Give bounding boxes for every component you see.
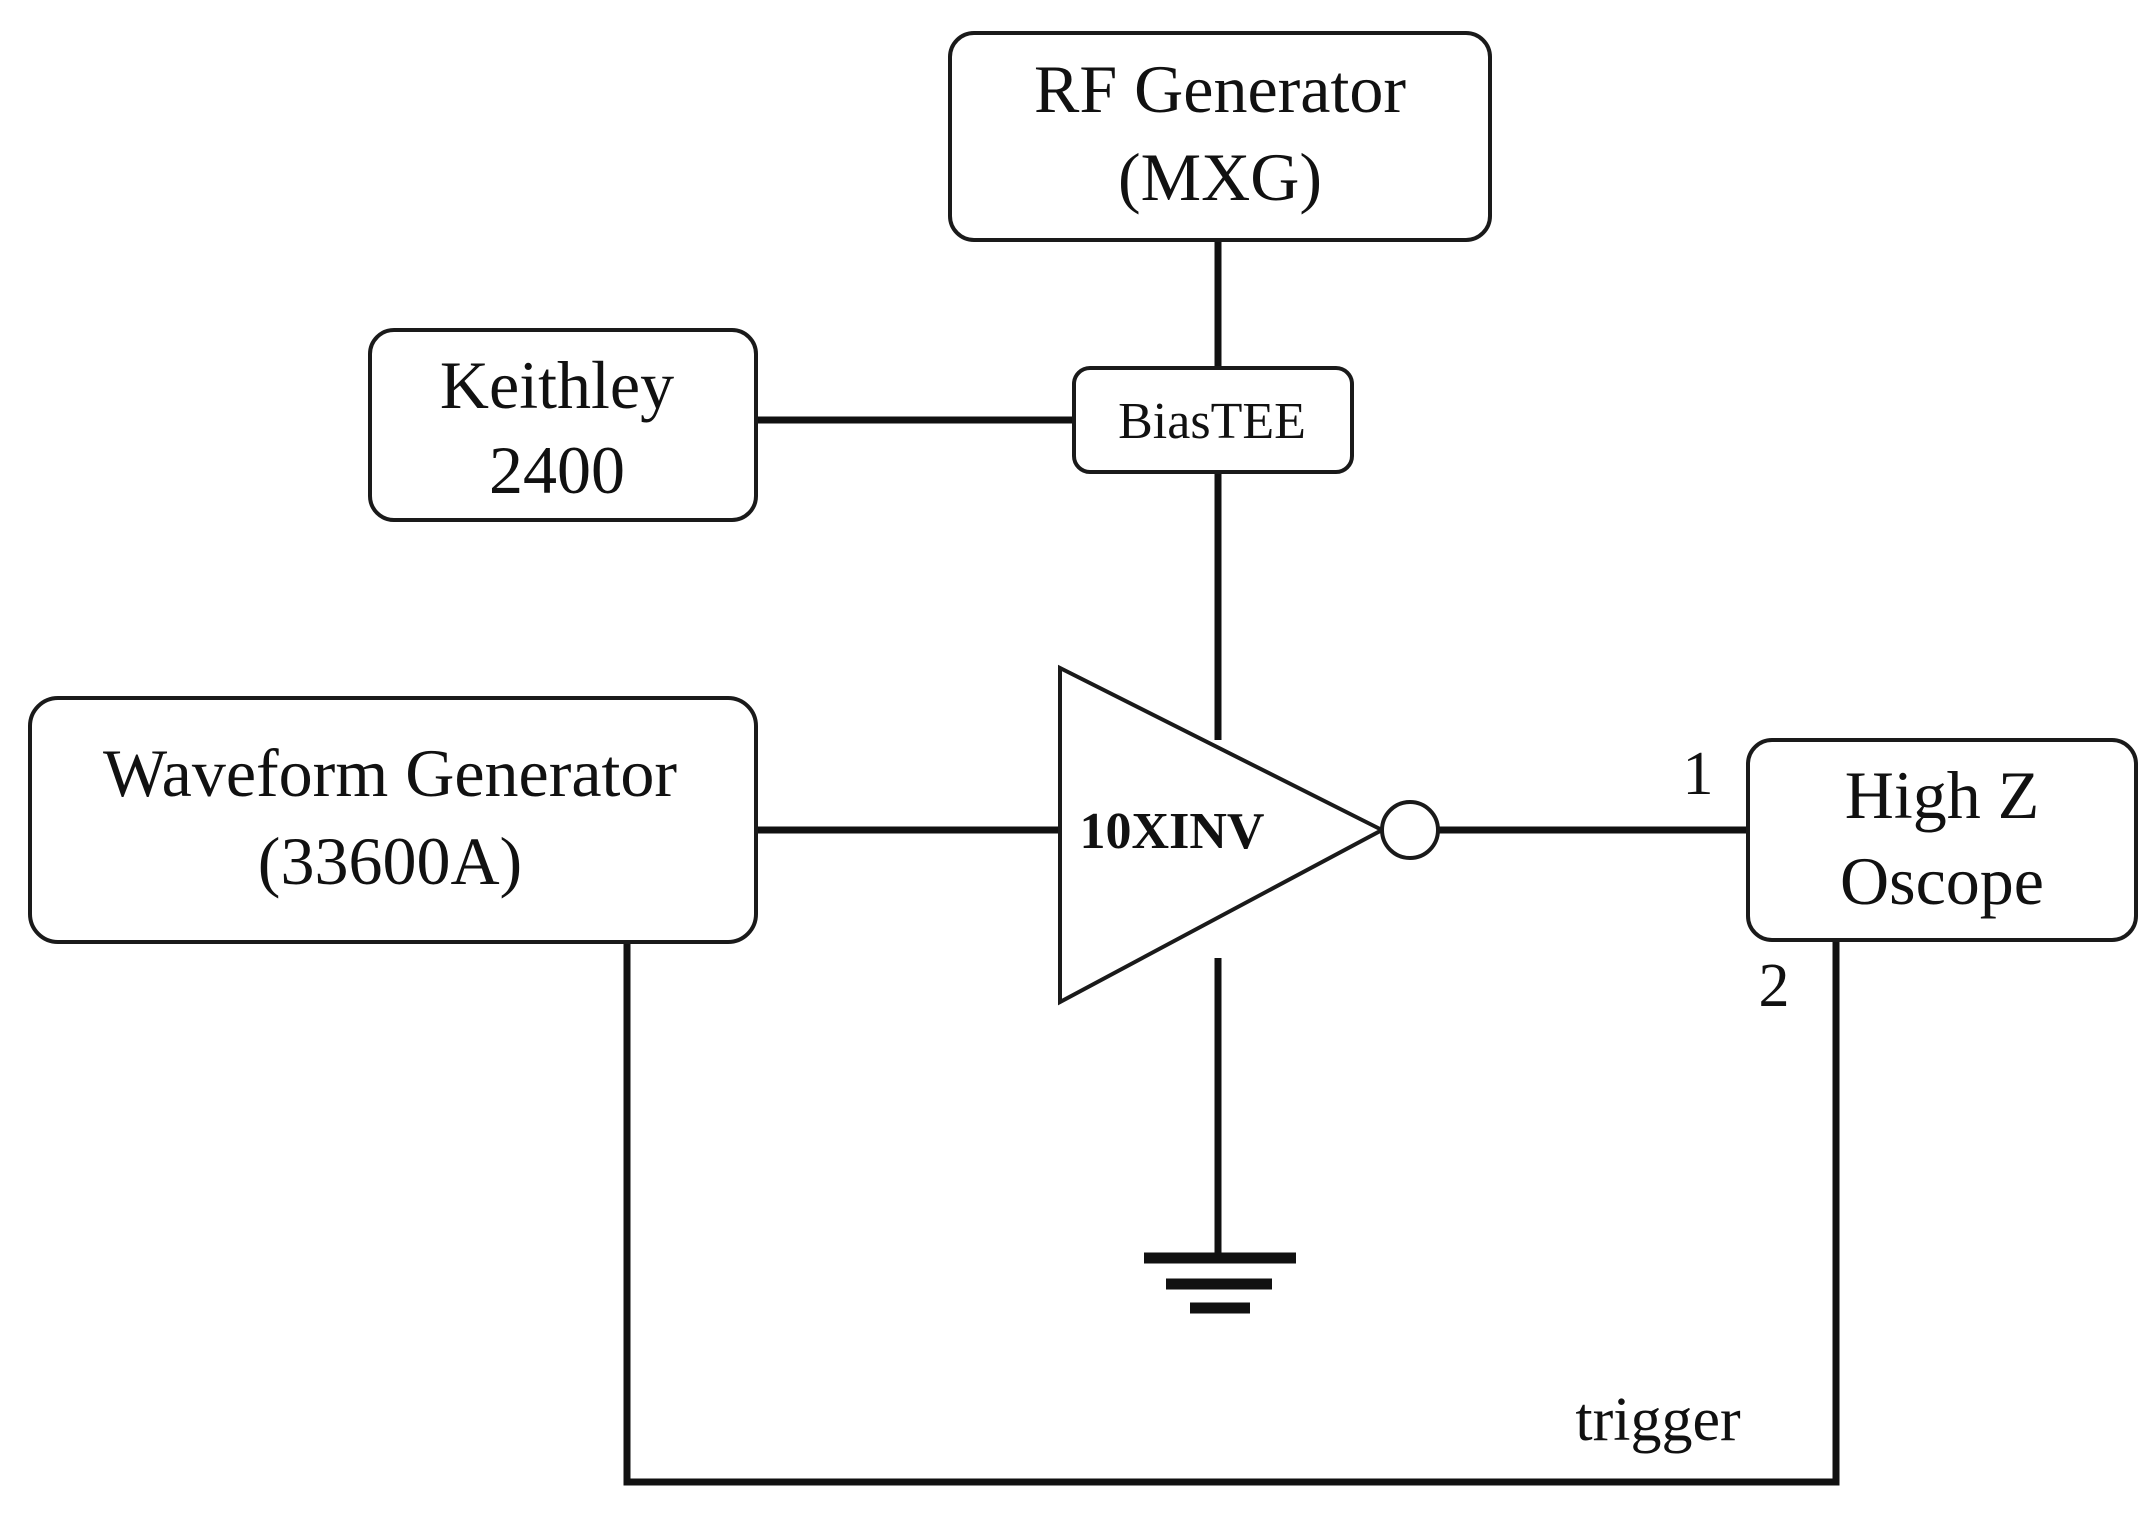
oscope-block: High Z Oscope: [1746, 738, 2138, 942]
wire-trigger: [623, 940, 1840, 1486]
bias-tee-box: [1072, 366, 1354, 474]
inverter-bubble-icon: [1380, 800, 1440, 860]
trigger-label: trigger: [1575, 1386, 1741, 1454]
bias-tee-label: BiasTEE: [1118, 393, 1306, 450]
oscope-name: High Z: [1845, 757, 2040, 833]
ground-icon: [1144, 1252, 1296, 1314]
oscope-channel-1-label: 1: [1683, 740, 1714, 808]
waveform-generator-name: Waveform Generator: [103, 735, 677, 811]
waveform-generator-box: [28, 696, 758, 944]
rf-generator-model: (MXG): [1118, 139, 1322, 215]
keithley-block: Keithley 2400: [368, 328, 758, 522]
waveform-generator-model: (33600A): [258, 823, 522, 899]
rf-generator-name: RF Generator: [1034, 51, 1406, 127]
wires: [623, 240, 1840, 1486]
rf-generator-block: RF Generator (MXG): [948, 31, 1492, 242]
inverting-amplifier: 10XINV: [1058, 664, 1440, 1006]
rf-generator-box: [948, 31, 1492, 242]
oscope-type: Oscope: [1840, 843, 2044, 919]
oscope-channel-2-label: 2: [1759, 952, 1790, 1020]
amplifier-triangle-icon: [1058, 664, 1387, 1006]
amplifier-label: 10XINV: [1080, 803, 1265, 860]
keithley-name: Keithley: [440, 347, 674, 423]
oscope-box: [1746, 738, 2138, 942]
bias-tee-block: BiasTEE: [1072, 366, 1354, 474]
waveform-generator-block: Waveform Generator (33600A): [28, 696, 758, 944]
keithley-box: [368, 328, 758, 522]
keithley-model: 2400: [489, 432, 625, 508]
